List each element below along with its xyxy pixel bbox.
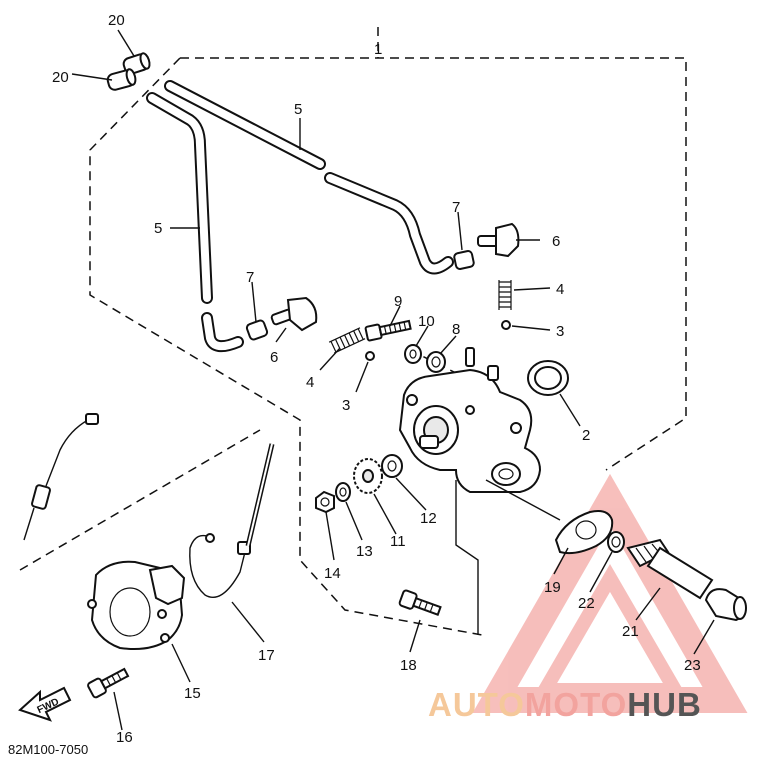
- part-8-washer: [426, 351, 446, 373]
- oil-pump-housing: [398, 347, 542, 493]
- part-5-hose-left: [146, 92, 244, 353]
- part-4-spring-left: [328, 327, 366, 354]
- callout-20-upper: 20: [108, 12, 125, 29]
- leader-lines: [71, 29, 715, 731]
- watermark-logo-text: AUTOMOTOHUB: [428, 686, 702, 723]
- part-12-washer: [381, 454, 403, 478]
- callout-11: 11: [390, 533, 406, 550]
- part-9-bolt: [364, 319, 412, 342]
- part-10-washer: [404, 344, 422, 364]
- part-3-ball-left: [365, 351, 375, 361]
- callout-8: 8: [452, 321, 460, 338]
- callout-19: 19: [544, 579, 561, 596]
- part-21-drive-shaft: [626, 538, 714, 600]
- part-2-seal-ring: [527, 360, 569, 396]
- part-16-bolt: [87, 667, 130, 699]
- part-4-spring-right: [498, 280, 512, 310]
- callout-6-right: 6: [552, 233, 560, 250]
- drawing-code: 82M100-7050: [8, 742, 88, 757]
- watermark-part1: AUTO: [428, 686, 525, 723]
- callout-7-left: 7: [246, 269, 254, 286]
- callout-20-lower: 20: [52, 69, 69, 86]
- part-23-bushing: [704, 588, 747, 622]
- callout-3-left: 3: [342, 397, 350, 414]
- callout-21: 21: [622, 623, 639, 640]
- callout-22: 22: [578, 595, 595, 612]
- part-20-cap-lower: [106, 68, 137, 91]
- part-19-gasket: [554, 510, 614, 555]
- callout-14: 14: [324, 565, 341, 582]
- watermark-part3: HUB: [627, 686, 702, 723]
- part-15-cover: [87, 560, 186, 650]
- callout-6-left: 6: [270, 349, 278, 366]
- part-7-clamp-left: [245, 319, 269, 341]
- callout-1: 1: [374, 41, 382, 58]
- part-22-o-ring: [607, 531, 625, 553]
- callout-9: 9: [394, 293, 402, 310]
- callout-3-right: 3: [556, 323, 564, 340]
- watermark-part2: MOTO: [525, 686, 627, 723]
- part-7-clamp-right: [453, 250, 475, 270]
- callout-17: 17: [258, 647, 275, 664]
- callout-4-right: 4: [556, 281, 564, 298]
- callout-15: 15: [184, 685, 201, 702]
- part-17-cable: [189, 443, 275, 599]
- part-3-ball-right: [501, 320, 511, 330]
- callout-23: 23: [684, 657, 701, 674]
- callout-7-right: 7: [452, 199, 460, 216]
- callout-5-upper: 5: [294, 101, 302, 118]
- callout-18: 18: [400, 657, 417, 674]
- part-14-nut: [315, 490, 335, 514]
- part-18-bolt: [398, 589, 442, 616]
- forward-direction-arrow: FWD: [18, 686, 72, 722]
- part-13-washer: [335, 482, 351, 502]
- part-5-hose-upper: [164, 80, 454, 275]
- part-6-elbow-fitting-left: [270, 296, 318, 332]
- callout-10: 10: [418, 313, 435, 330]
- callout-4-left: 4: [306, 374, 314, 391]
- callout-16: 16: [116, 729, 133, 746]
- callout-13: 13: [356, 543, 373, 560]
- sensor-lead: [23, 413, 99, 541]
- callout-labels: 1 2 3 3 4 4 5 5 6 6 7 7 8 9 10 11 12 13 …: [52, 12, 701, 746]
- watermark-logo-triangle: [472, 473, 748, 713]
- part-6-elbow-fitting-right: [477, 222, 520, 258]
- callout-5-left: 5: [154, 220, 162, 237]
- callout-12: 12: [420, 510, 437, 527]
- callout-2: 2: [582, 427, 590, 444]
- part-11-gear: [353, 458, 383, 494]
